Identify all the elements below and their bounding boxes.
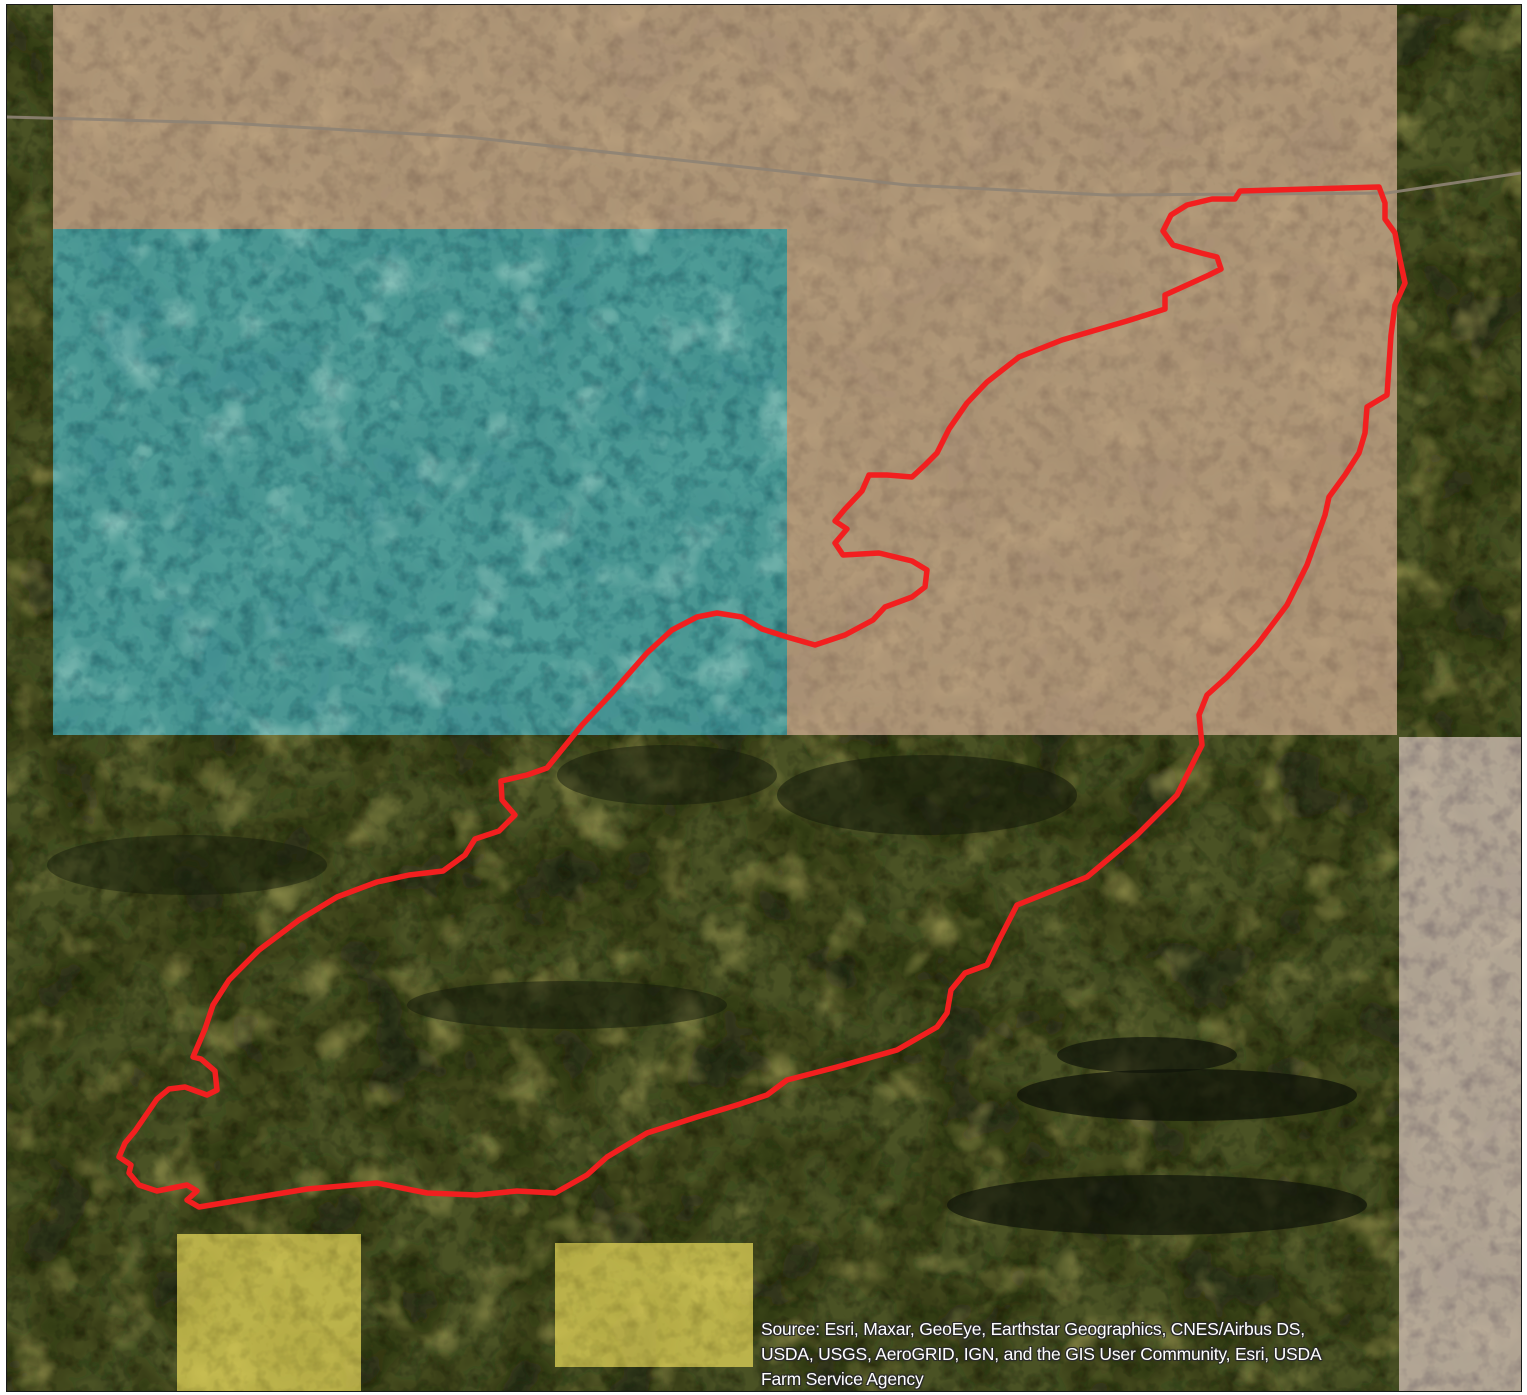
attribution-line-3: Farm Service Agency [761,1369,924,1389]
overlay-tan-top [53,5,1397,229]
study-area-boundary[interactable] [116,184,1408,1210]
overlay-yellow-left [177,1234,361,1391]
overlay-yellow-middle [555,1243,753,1367]
overlay-teal-block [53,229,787,735]
overlay-grey-right-strip [1399,737,1521,1391]
satellite-map [7,5,1521,1391]
overlay-tan-right-block [787,229,1397,735]
road-line [7,115,1521,197]
map-attribution: Source: Esri, Maxar, GeoEye, Earthstar G… [761,1317,1481,1391]
attribution-line-1: Source: Esri, Maxar, GeoEye, Earthstar G… [761,1319,1305,1339]
attribution-line-2: USDA, USGS, AeroGRID, IGN, and the GIS U… [761,1344,1322,1364]
map-view[interactable]: Source: Esri, Maxar, GeoEye, Earthstar G… [6,4,1522,1392]
